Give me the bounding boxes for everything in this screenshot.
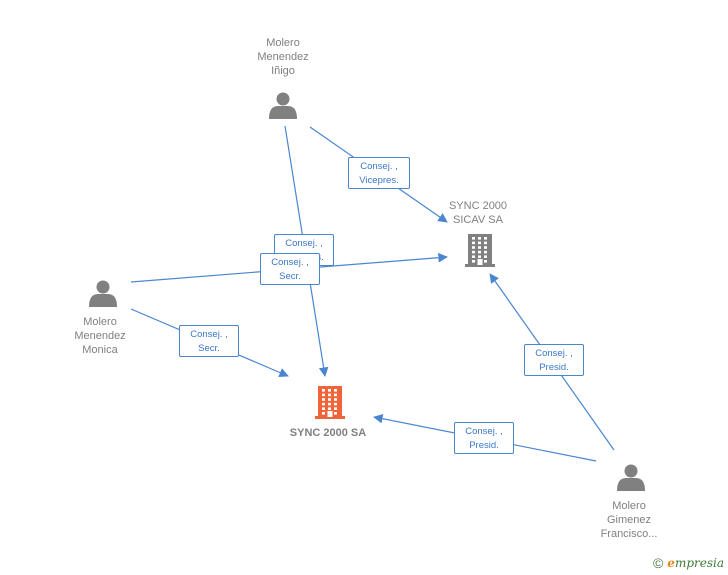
node-label-monica[interactable]: Molero Menendez Monica (74, 316, 126, 356)
node-label-sync[interactable]: SYNC 2000 SA (289, 427, 367, 439)
edge-label-monica-to-sicav[interactable]: Consej. , Secr. (260, 253, 320, 285)
node-label-sicav[interactable]: SYNC 2000 SICAV SA (448, 200, 508, 226)
edge-label-role-1: Consej. , (190, 329, 228, 340)
edge-label-role-1: Consej. , (535, 348, 573, 359)
edge-label-monica-to-sync[interactable]: Consej. , Secr. (179, 325, 239, 357)
building-icon-sicav[interactable] (465, 234, 495, 267)
edge-label-role-1: Consej. , (285, 238, 323, 249)
logo-rest: mpresia (674, 556, 724, 570)
edge-label-role-1: Consej. , (360, 161, 398, 172)
edge-label-francisco-to-sicav[interactable]: Consej. , Presid. (524, 344, 584, 376)
logo-initial: e (667, 556, 675, 570)
empresia-logo: empresia (667, 556, 724, 570)
edge-label-francisco-to-sync[interactable]: Consej. , Presid. (454, 422, 514, 454)
person-icon-inigo[interactable] (269, 92, 297, 120)
edge-label-role-2: Presid. (539, 362, 569, 373)
edge-label-role-2: Vicepres. (359, 175, 399, 186)
edge-label-role-2: Secr. (279, 271, 301, 282)
edge-label-inigo-to-sicav[interactable]: Consej. , Vicepres. (348, 157, 410, 189)
person-icon-monica[interactable] (89, 280, 117, 308)
icons-layer (89, 92, 645, 492)
copyright-symbol: © (652, 555, 664, 571)
edge-label-role-2: Secr. (198, 343, 220, 354)
building-icon-sync[interactable] (315, 386, 345, 419)
edge-label-role-2: Presid. (469, 440, 499, 451)
person-icon-francisco[interactable] (617, 464, 645, 492)
edge-label-role-1: Consej. , (465, 426, 503, 437)
node-label-inigo[interactable]: Molero Menendez Iñigo (257, 37, 309, 77)
node-label-francisco[interactable]: Molero Gimenez Francisco... (600, 500, 658, 540)
edge-label-role-1: Consej. , (271, 257, 309, 268)
empresia-watermark[interactable]: © empresia (653, 555, 724, 571)
